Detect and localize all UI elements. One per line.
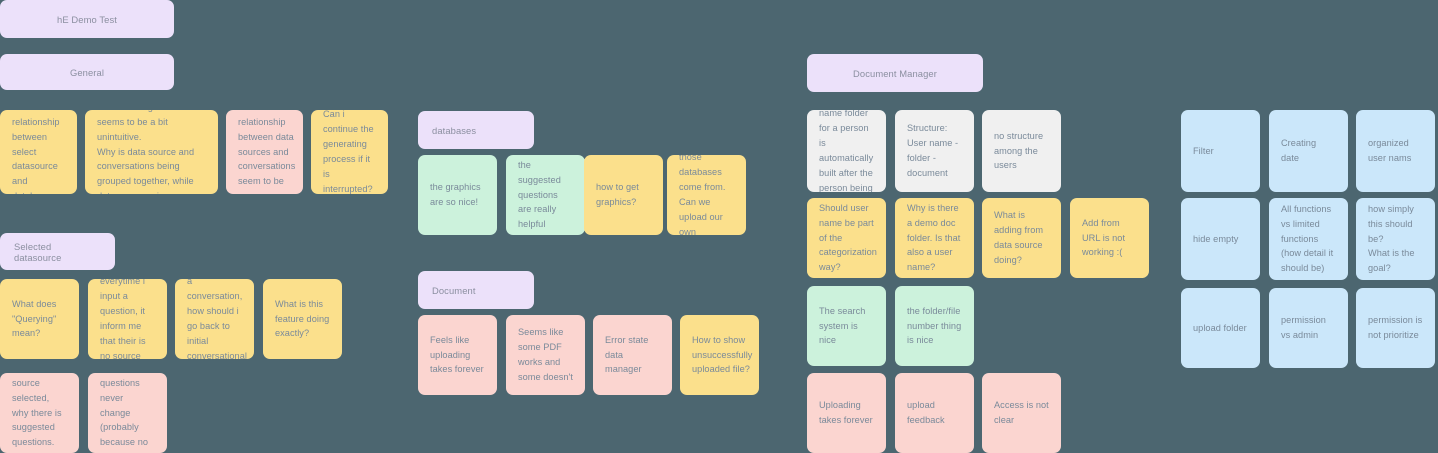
sticky-note-text: What is this feature doing exactly? [275, 298, 330, 339]
sticky-note-text: What is adding from data source doing? [994, 210, 1044, 265]
sticky-note[interactable]: Can i continue the generating process if… [311, 110, 388, 194]
sticky-note-text: Error state data manager [605, 334, 649, 375]
sticky-note[interactable]: What is this feature doing exactly? [263, 279, 342, 359]
sticky-note[interactable]: What does "Querying" mean? [0, 279, 79, 359]
board-title-card[interactable]: hE Demo Test [0, 0, 174, 38]
sticky-note-text: Why is there a demo doc folder. Is that … [907, 202, 961, 273]
sticky-note[interactable]: The search system is nice [807, 286, 886, 366]
sticky-note-text: The suggested questions never change (pr… [100, 377, 149, 453]
section-header-document-manager-label: Document Manager [853, 67, 937, 79]
sticky-note-text: hide empty [1193, 233, 1239, 244]
sticky-note-text: the graphics are so nice! [430, 182, 481, 207]
sticky-note[interactable]: Feels like uploading takes forever [418, 315, 497, 395]
section-header-document-label: Document [432, 284, 476, 296]
sticky-note-text: how to get graphics? [596, 182, 639, 207]
sticky-note[interactable]: where does those databases come from. Ca… [667, 155, 746, 235]
sticky-note[interactable]: The left navigation bar seems to be a bi… [85, 110, 218, 194]
sticky-note[interactable]: permission is not prioritize [1356, 288, 1435, 368]
sticky-note-text: All functions vs limited functions (how … [1281, 203, 1334, 274]
sticky-note[interactable]: Access is not clear [982, 373, 1061, 453]
sticky-note-text: Add from URL is not working :( [1082, 217, 1126, 258]
sticky-note-text: What's the relationship between select d… [12, 110, 60, 194]
sticky-note-text: Seems like some PDF works and some doesn… [518, 327, 573, 382]
sticky-note[interactable]: how simply this should be? What is the g… [1356, 198, 1435, 280]
sticky-note-text: Why everytime i input a question, it inf… [100, 279, 146, 359]
section-header-general-label: General [69, 66, 105, 78]
sticky-note[interactable]: Uploading takes forever [807, 373, 886, 453]
section-header-databases-label: databases [432, 124, 477, 136]
sticky-note-text: Feels like uploading takes forever [430, 334, 484, 375]
sticky-note[interactable]: If there is no source selected, why ther… [0, 373, 79, 453]
sticky-note-text: Structure: User name - folder - document [907, 123, 959, 178]
sticky-note-text: no structure among the users [994, 130, 1044, 171]
sticky-note[interactable]: the graphics are so nice! [418, 155, 497, 235]
sticky-note[interactable]: hide empty [1181, 198, 1260, 280]
sticky-note-text: the suggested questions are really helpf… [518, 159, 561, 230]
sticky-note-text: organized user nams [1368, 138, 1412, 163]
board-title-label: hE Demo Test [57, 13, 117, 25]
sticky-note-text: Access is not clear [994, 400, 1049, 425]
sticky-note-text: After starting a conversation, how shoul… [187, 279, 247, 359]
sticky-note[interactable]: The user name folder for a person is aut… [807, 110, 886, 192]
sticky-note[interactable]: Filter [1181, 110, 1260, 192]
sticky-note-text: how simply this should be? What is the g… [1368, 203, 1415, 274]
sticky-note-text: the folder/file number thing is nice [907, 305, 962, 346]
section-header-general[interactable]: General [0, 54, 174, 90]
sticky-note[interactable]: upload folder [1181, 288, 1260, 368]
section-header-document[interactable]: Document [418, 271, 534, 309]
sticky-note[interactable]: The relationship between data sources an… [226, 110, 303, 194]
sticky-note-text: where does those databases come from. Ca… [679, 155, 726, 235]
sticky-note-text: Uploading takes forever [819, 400, 873, 425]
sticky-note-text: The search system is nice [819, 305, 866, 346]
sticky-note-text: upload folder [1193, 322, 1247, 333]
sticky-note-text: How to show unsuccessfully uploaded file… [692, 334, 753, 375]
sticky-note-text: The user name folder for a person is aut… [819, 110, 874, 192]
sticky-note[interactable]: the suggested questions are really helpf… [506, 155, 585, 235]
sticky-note[interactable]: Add from URL is not working :( [1070, 198, 1149, 278]
sticky-note[interactable]: no structure among the users [982, 110, 1061, 192]
section-header-selected-datasource[interactable]: Selected datasource [0, 233, 115, 270]
sticky-note[interactable]: organized user nams [1356, 110, 1435, 192]
sticky-note[interactable]: Why everytime i input a question, it inf… [88, 279, 167, 359]
sticky-note[interactable]: What is adding from data source doing? [982, 198, 1061, 278]
section-header-databases[interactable]: databases [418, 111, 534, 149]
sticky-note-text: permission is not prioritize [1368, 315, 1423, 340]
sticky-note-text: Creating date [1281, 138, 1317, 163]
sticky-note[interactable]: How to show unsuccessfully uploaded file… [680, 315, 759, 395]
sticky-note[interactable]: permission vs admin [1269, 288, 1348, 368]
sticky-note[interactable]: The suggested questions never change (pr… [88, 373, 167, 453]
sticky-note-text: Filter [1193, 145, 1214, 156]
sticky-note[interactable]: Structure: User name - folder - document [895, 110, 974, 192]
sticky-note-text: Should user name be part of the categori… [819, 202, 877, 273]
sticky-note[interactable]: Why is there a demo doc folder. Is that … [895, 198, 974, 278]
sticky-note-text: The relationship between data sources an… [238, 110, 296, 194]
sticky-note[interactable]: What's the relationship between select d… [0, 110, 77, 194]
sticky-note-text: upload feedback [907, 400, 945, 425]
sticky-note[interactable]: the folder/file number thing is nice [895, 286, 974, 366]
sticky-note-text: permission vs admin [1281, 315, 1326, 340]
sticky-note[interactable]: Should user name be part of the categori… [807, 198, 886, 278]
sticky-note[interactable]: how to get graphics? [584, 155, 663, 235]
sticky-note-text: What does "Querying" mean? [12, 298, 57, 339]
sticky-note-text: Can i continue the generating process if… [323, 110, 374, 194]
sticky-note[interactable]: upload feedback [895, 373, 974, 453]
sticky-note[interactable]: After starting a conversation, how shoul… [175, 279, 254, 359]
sticky-note[interactable]: Creating date [1269, 110, 1348, 192]
section-header-selected-datasource-label: Selected datasource [14, 240, 62, 263]
sticky-note-text: If there is no source selected, why ther… [12, 377, 62, 453]
sticky-note[interactable]: All functions vs limited functions (how … [1269, 198, 1348, 280]
section-header-document-manager[interactable]: Document Manager [807, 54, 983, 92]
sticky-note[interactable]: Error state data manager [593, 315, 672, 395]
sticky-note[interactable]: Seems like some PDF works and some doesn… [506, 315, 585, 395]
sticky-note-text: The left navigation bar seems to be a bi… [97, 110, 195, 194]
